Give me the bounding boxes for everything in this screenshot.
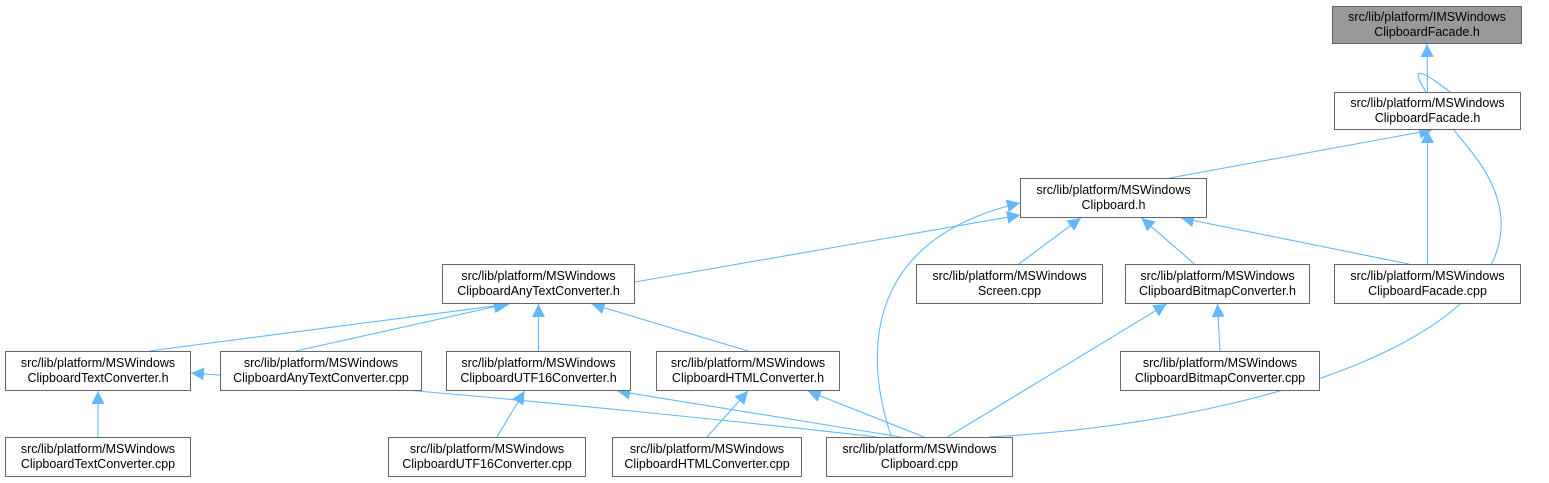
node-path: src/lib/platform/MSWindows — [409, 442, 565, 456]
node-file: Screen.cpp — [977, 284, 1042, 298]
node-file: ClipboardUTF16Converter.cpp — [402, 457, 572, 471]
edge-screen_cpp-to-clipboard_h — [1018, 217, 1082, 265]
node-path: src/lib/platform/MSWindows — [1350, 269, 1505, 283]
node-file: ClipboardFacade.h — [1374, 25, 1480, 39]
edge-clipboard_cpp-to-bitmap_h — [947, 303, 1167, 438]
node-path: src/lib/platform/MSWindows — [243, 356, 399, 370]
node-path: src/lib/platform/MSWindows — [461, 356, 616, 370]
node-clipboard-any-text-converter-h[interactable]: src/lib/platform/MSWindows ClipboardAnyT… — [442, 264, 635, 304]
node-file: ClipboardAnyTextConverter.h — [457, 284, 620, 298]
node-clipboard-h[interactable]: src/lib/platform/MSWindows Clipboard.h — [1020, 178, 1207, 218]
edge-clipboard_cpp-to-html_h — [807, 389, 925, 438]
edge-html_cpp-to-html_h — [706, 390, 749, 438]
node-clipboard-html-converter-cpp[interactable]: src/lib/platform/MSWindows ClipboardHTML… — [612, 437, 802, 477]
edge-facade_cpp-to-clipboard_h — [1180, 214, 1409, 265]
node-clipboard-any-text-converter-cpp[interactable]: src/lib/platform/MSWindows ClipboardAnyT… — [220, 351, 422, 391]
edge-facade_h-to-ims_facade_h — [1420, 43, 1434, 93]
node-clipboard-utf16-converter-cpp[interactable]: src/lib/platform/MSWindows ClipboardUTF1… — [388, 437, 586, 477]
node-path: src/lib/platform/MSWindows — [1350, 96, 1505, 110]
node-path: src/lib/platform/MSWindows — [1036, 183, 1191, 197]
node-file: ClipboardTextConverter.h — [27, 371, 169, 385]
edge-anytext_cpp-to-anytext_h — [295, 300, 507, 352]
node-file: ClipboardTextConverter.cpp — [20, 457, 176, 471]
node-file: ClipboardHTMLConverter.h — [671, 371, 825, 385]
node-file: ClipboardHTMLConverter.cpp — [624, 457, 790, 471]
node-clipboard-bitmap-converter-h[interactable]: src/lib/platform/MSWindows ClipboardBitm… — [1125, 264, 1310, 304]
node-file: ClipboardFacade.cpp — [1368, 284, 1487, 298]
node-clipboard-bitmap-converter-cpp[interactable]: src/lib/platform/MSWindows ClipboardBitm… — [1120, 351, 1320, 391]
node-path: src/lib/platform/MSWindows — [20, 442, 176, 456]
edge-utf16_cpp-to-utf16_h — [496, 390, 526, 438]
edge-html_h-to-anytext_h — [591, 301, 749, 352]
node-file: Clipboard.cpp — [880, 457, 959, 471]
node-clipboard-utf16-converter-h[interactable]: src/lib/platform/MSWindows ClipboardUTF1… — [446, 351, 631, 391]
node-clipboard-facade-h[interactable]: src/lib/platform/MSWindows ClipboardFaca… — [1334, 92, 1521, 130]
edges — [91, 43, 1502, 438]
node-path: src/lib/platform/IMSWindows — [1348, 10, 1506, 24]
edge-clipboard_cpp-to-utf16_h — [617, 386, 901, 438]
node-clipboard-text-converter-cpp[interactable]: src/lib/platform/MSWindows ClipboardText… — [5, 437, 191, 477]
node-path: src/lib/platform/MSWindows — [461, 269, 616, 283]
edge-clipboard_cpp-to-clipboard_h — [876, 199, 1021, 438]
node-path: src/lib/platform/MSWindows — [842, 442, 997, 456]
node-screen-cpp[interactable]: src/lib/platform/MSWindows Screen.cpp — [916, 264, 1103, 304]
node-file: ClipboardBitmapConverter.cpp — [1134, 371, 1306, 385]
node-file: ClipboardBitmapConverter.h — [1138, 284, 1297, 298]
node-clipboard-text-converter-h[interactable]: src/lib/platform/MSWindows ClipboardText… — [5, 351, 191, 391]
edge-clipboard_h-to-facade_h — [1169, 125, 1433, 179]
edge-bitmap_cpp-to-bitmap_h — [1211, 303, 1225, 352]
edge-bitmap_h-to-clipboard_h — [1141, 217, 1195, 265]
node-path: src/lib/platform/MSWindows — [670, 356, 826, 370]
node-path: src/lib/platform/MSWindows — [629, 442, 785, 456]
node-path: src/lib/platform/MSWindows — [1142, 356, 1298, 370]
node-path: src/lib/platform/MSWindows — [1140, 269, 1295, 283]
node-file: ClipboardUTF16Converter.h — [460, 371, 617, 385]
node-clipboard-cpp[interactable]: src/lib/platform/MSWindows Clipboard.cpp — [826, 437, 1013, 477]
node-file: ClipboardAnyTextConverter.cpp — [233, 371, 409, 385]
node-ims-windows-clipboard-facade-h: src/lib/platform/IMSWindows ClipboardFac… — [1332, 6, 1522, 44]
node-path: src/lib/platform/MSWindows — [20, 356, 176, 370]
node-file: ClipboardFacade.h — [1374, 111, 1481, 125]
node-path: src/lib/platform/MSWindows — [932, 269, 1087, 283]
node-file: Clipboard.h — [1081, 198, 1146, 212]
edge-text_h-to-anytext_h — [149, 299, 510, 352]
node-clipboard-facade-cpp[interactable]: src/lib/platform/MSWindows ClipboardFaca… — [1334, 264, 1521, 304]
node-clipboard-html-converter-h[interactable]: src/lib/platform/MSWindows ClipboardHTML… — [656, 351, 840, 391]
